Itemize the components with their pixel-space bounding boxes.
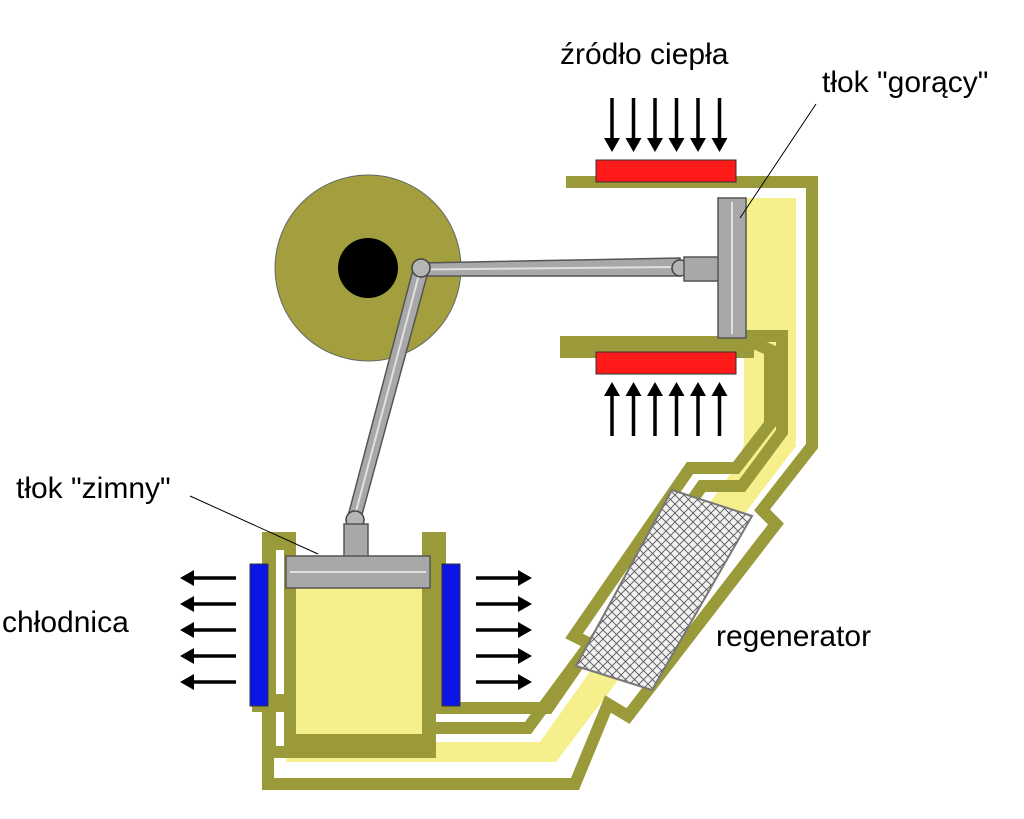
heat-arrow-up	[668, 382, 685, 436]
heat-arrow-down	[647, 98, 663, 152]
hot-piston-leader	[739, 103, 817, 219]
heat-arrow-down	[690, 98, 706, 152]
heat-arrow-up	[690, 382, 706, 436]
cold-piston-label: tłok "zimny"	[16, 472, 171, 505]
cool-arrow-left	[180, 570, 236, 586]
heat-arrow-down	[668, 98, 685, 152]
cool-arrow-left	[180, 674, 236, 690]
heater-bottom	[595, 351, 737, 375]
cool-arrow-right	[476, 570, 532, 586]
cold-cylinder-gas	[286, 588, 430, 762]
heat-arrow-down	[625, 98, 642, 152]
cool-arrow-left	[180, 648, 236, 664]
heat-arrow-up	[711, 382, 728, 436]
regenerator-label: regenerator	[716, 620, 872, 653]
cool-arrow-right	[476, 674, 532, 690]
heat-source-label: źródło ciepła	[560, 38, 729, 71]
cold-piston	[285, 523, 431, 589]
cooler-right	[441, 563, 461, 707]
heat-arrow-up	[647, 382, 663, 436]
cool-arrow-right	[476, 622, 532, 638]
heat-arrow-down	[711, 98, 728, 152]
cool-arrow-left	[180, 596, 236, 612]
cool-arrow-right	[476, 596, 532, 612]
heat-arrow-down	[604, 98, 620, 152]
regenerator-mesh	[574, 488, 754, 692]
cool-arrow-left	[180, 622, 236, 638]
heat-arrow-up	[625, 382, 642, 436]
engine-wall	[252, 176, 818, 790]
crank-pin	[411, 258, 431, 278]
connecting-rods	[345, 257, 689, 530]
cool-arrow-right	[476, 648, 532, 664]
cooler-label: chłodnica	[2, 606, 129, 639]
heater-top	[595, 159, 737, 183]
cold-piston-leader	[189, 495, 319, 555]
hot-piston-label: tłok "gorący"	[822, 66, 989, 99]
heat-arrows	[604, 98, 728, 436]
cooler-left	[249, 563, 269, 707]
cool-arrows	[180, 570, 532, 690]
flywheel-hub	[338, 238, 398, 298]
hot-piston	[683, 197, 747, 339]
heat-arrow-up	[604, 382, 620, 436]
